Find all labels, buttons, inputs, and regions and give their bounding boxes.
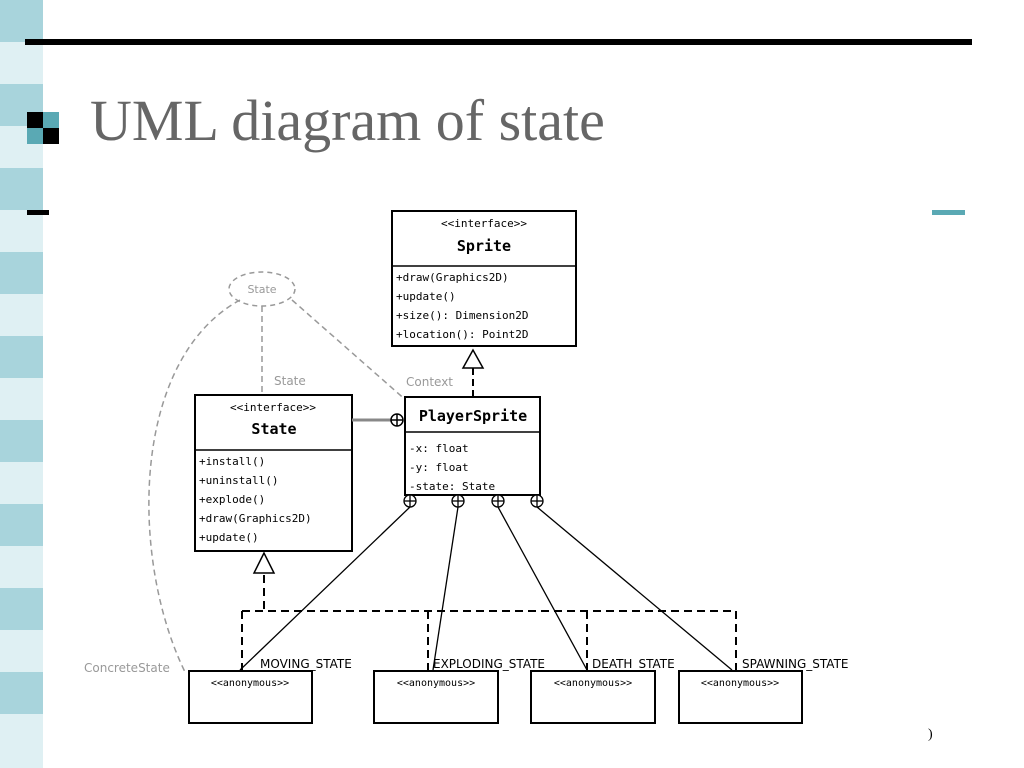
player-sprite-member: -state: State (409, 480, 495, 493)
top-rule (25, 39, 972, 45)
anonymous-class-box: <<anonymous>> (373, 670, 499, 724)
state-realization-tree (241, 551, 737, 670)
role-label: SPAWNING_STATE (742, 657, 849, 671)
state-class-box: <<interface>> State +install() +uninstal… (194, 394, 353, 552)
role-label: EXPLODING_STATE (433, 657, 545, 671)
nest-symbol-icon (530, 494, 544, 508)
anonymous-class-box: <<anonymous>> (188, 670, 313, 724)
sprite-member: +update() (396, 290, 456, 303)
anonymous-role-labels: MOVING_STATE EXPLODING_STATE DEATH_STATE… (260, 657, 849, 671)
player-sprite-member: -x: float (409, 442, 469, 455)
state-member: +uninstall() (199, 474, 278, 487)
nest-symbol-icon (403, 494, 417, 508)
nesting-link (352, 413, 404, 427)
collab-link-context (291, 299, 409, 403)
role-label: MOVING_STATE (260, 657, 352, 671)
anonymous-stereotype: <<anonymous>> (211, 678, 289, 689)
nest-symbol-icon (451, 494, 465, 508)
player-sprite-member: -y: float (409, 461, 469, 474)
page-number: ) (928, 727, 933, 742)
anonymous-stereotype: <<anonymous>> (701, 678, 779, 689)
state-stereotype: <<interface>> (230, 401, 316, 414)
sprite-member: +location(): Point2D (396, 328, 528, 341)
player-sprite-class-box: PlayerSprite -x: float -y: float -state:… (404, 396, 541, 496)
state-member: +draw(Graphics2D) (199, 512, 312, 525)
sprite-class-box: <<interface>> Sprite +draw(Graphics2D) +… (391, 210, 577, 347)
realization-arrow (461, 348, 485, 398)
anonymous-nesting-links (239, 494, 733, 671)
sprite-class-name: Sprite (457, 237, 511, 255)
slide-title: UML diagram of state (90, 88, 605, 153)
role-label: DEATH_STATE (592, 657, 675, 671)
sprite-member: +draw(Graphics2D) (396, 271, 509, 284)
sprite-member: +size(): Dimension2D (396, 309, 528, 322)
square-bullet-icon (27, 112, 59, 144)
left-dash-decoration (27, 210, 49, 215)
right-dash-decoration (932, 210, 965, 215)
anonymous-class-box: <<anonymous>> (678, 670, 803, 724)
collaboration: State State Context ConcreteState (84, 271, 453, 675)
state-class-name: State (251, 420, 296, 438)
state-member: +explode() (199, 493, 265, 506)
nest-symbol-icon (491, 494, 505, 508)
role-label-state: State (274, 374, 306, 388)
collab-link-concrete (148, 299, 241, 673)
collaboration-name: State (247, 283, 276, 296)
sprite-stereotype: <<interface>> (441, 217, 527, 230)
role-label-concrete-state: ConcreteState (84, 661, 170, 675)
role-label-context: Context (406, 375, 453, 389)
player-sprite-class-name: PlayerSprite (419, 407, 527, 425)
anonymous-class-box: <<anonymous>> (530, 670, 656, 724)
anonymous-stereotype: <<anonymous>> (397, 678, 475, 689)
anonymous-stereotype: <<anonymous>> (554, 678, 632, 689)
state-member: +update() (199, 531, 259, 544)
state-member: +install() (199, 455, 265, 468)
